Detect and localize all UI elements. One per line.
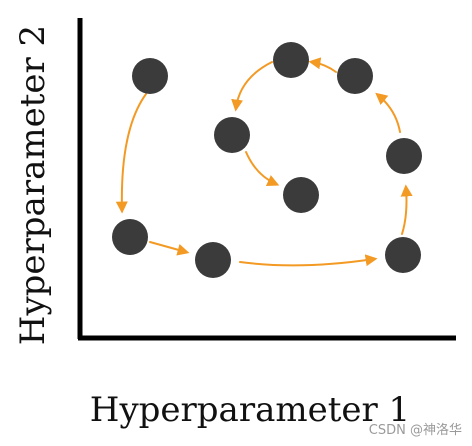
point-1 bbox=[132, 58, 168, 94]
point-4 bbox=[385, 237, 421, 273]
arrow-4 bbox=[400, 184, 413, 235]
arrow-5 bbox=[375, 92, 401, 133]
arrow-3 bbox=[239, 254, 378, 267]
x-axis-label: Hyperparameter 1 bbox=[90, 390, 410, 430]
arrow-1 bbox=[115, 93, 147, 214]
points bbox=[112, 42, 422, 278]
point-6 bbox=[337, 58, 373, 94]
watermark: CSDN @神洛华 bbox=[368, 423, 462, 438]
point-8 bbox=[214, 117, 250, 153]
point-5 bbox=[386, 138, 422, 174]
point-9 bbox=[283, 177, 319, 213]
point-2 bbox=[112, 219, 148, 255]
arrow-7 bbox=[231, 61, 273, 112]
point-7 bbox=[273, 42, 309, 78]
y-axis-label: Hyperparameter 2 bbox=[13, 25, 53, 345]
arrow-8 bbox=[245, 151, 280, 187]
arrow-2 bbox=[149, 241, 190, 256]
arrow-6 bbox=[308, 57, 337, 73]
arrows bbox=[115, 57, 413, 267]
point-3 bbox=[195, 242, 231, 278]
